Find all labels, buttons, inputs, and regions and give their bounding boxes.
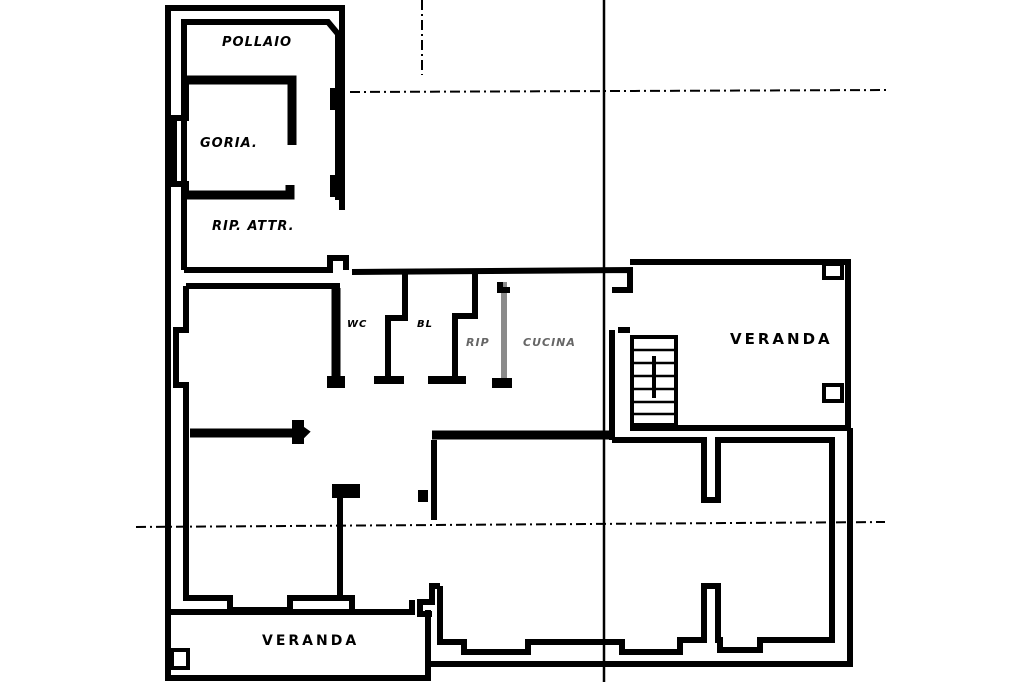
room-label-pollaio: POLLAIO: [222, 35, 293, 50]
west-rooms-walls: [165, 8, 360, 615]
south-veranda-walls: [165, 600, 431, 681]
room-label-rip-attr: RIP. ATTR.: [212, 219, 295, 234]
room-label-veranda-east: VERANDA: [730, 330, 833, 348]
room-label-bagno: BL: [417, 319, 433, 330]
room-label-veranda-south: VERANDA: [262, 633, 360, 649]
staircase: [630, 335, 678, 427]
north-annex-walls: [165, 5, 349, 680]
room-label-goria: GORIA.: [200, 136, 258, 151]
room-label-cucina: CUCINA: [523, 336, 576, 349]
room-label-wc: WC: [347, 319, 368, 330]
room-label-rip: RIP: [466, 336, 490, 349]
east-veranda-walls: [630, 259, 851, 431]
south-east-rooms-walls: [417, 428, 853, 667]
service-walls: [351, 266, 633, 520]
